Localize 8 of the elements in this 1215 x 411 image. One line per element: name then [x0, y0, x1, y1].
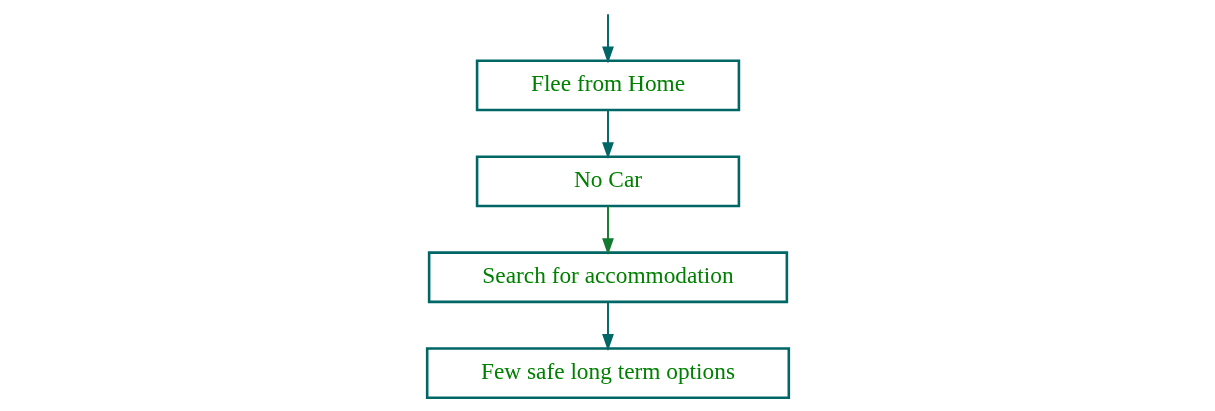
node-box: No Car [475, 155, 740, 208]
arrow [601, 109, 614, 160]
arrow [601, 13, 614, 64]
node-box: Flee from Home [475, 59, 740, 112]
node-box: Search for accommodation [427, 251, 788, 304]
arrow [601, 301, 614, 351]
node-box: Few safe long term options [425, 347, 790, 400]
arrow [601, 205, 614, 256]
